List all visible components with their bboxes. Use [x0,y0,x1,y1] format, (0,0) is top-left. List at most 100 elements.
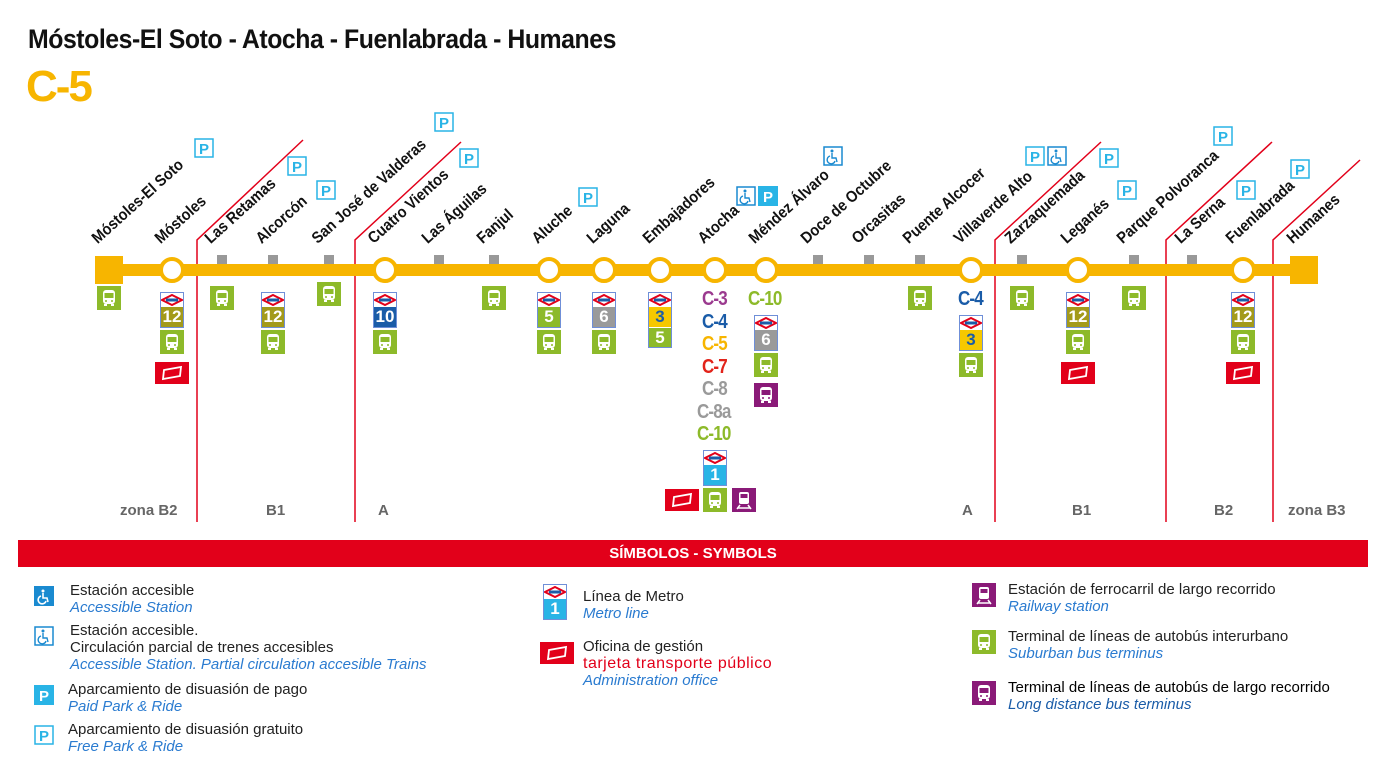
legend-text: Estación accesible [70,582,195,599]
station-terminal-marker[interactable] [95,256,123,284]
station-interchange-marker[interactable] [702,257,728,283]
station-interchange-marker[interactable] [591,257,617,283]
zone-boundary-line [196,139,304,522]
metro-line-badge: 12 [160,292,184,328]
svg-text:P: P [39,688,49,705]
station-interchange-marker[interactable] [159,257,185,283]
cercanias-line-label: C-10 [697,423,731,445]
station-interchange-marker[interactable] [536,257,562,283]
free-parking-icon: P [34,725,54,749]
suburban-bus-icon [1122,286,1146,310]
station-stop-marker[interactable] [1129,255,1139,264]
metro-line-number: 12 [161,307,183,327]
svg-text:P: P [1218,129,1228,146]
legend-text-en: Administration office [583,672,719,689]
metro-line-number: 6 [755,329,777,350]
legend-text: Estación accesible. [70,622,199,639]
legend-text: Terminal de líneas de autobús de largo r… [1008,679,1330,696]
station-stop-marker[interactable] [268,255,278,264]
suburban-bus-icon [261,330,285,354]
metro-line-number: 10 [374,307,396,327]
suburban-bus-icon [482,286,506,310]
station-stop-marker[interactable] [813,255,823,264]
svg-text:P: P [321,183,331,200]
suburban-bus-icon [592,330,616,354]
paid-parking-icon: P [34,685,54,709]
suburban-bus-icon [908,286,932,310]
rail-icon [732,487,756,517]
metro-line-badge: 6 [754,314,778,351]
legend-longbus: Terminal de líneas de autobús de largo r… [972,679,1330,713]
suburban-bus-icon [1010,286,1034,310]
station-stop-marker[interactable] [217,255,227,264]
cercanias-line-label: C-10 [748,288,782,310]
legend-text-en: Long distance bus terminus [1008,696,1192,713]
legend-text: Línea de Metro [583,588,684,605]
station-stop-marker[interactable] [915,255,925,264]
cercanias-line-label: C-3 [702,288,728,310]
station-interchange-marker[interactable] [647,257,673,283]
metro-line-number: 3 [960,329,982,350]
station-interchange-marker[interactable] [958,257,984,283]
legend-text-red: tarjeta transporte público [583,655,773,672]
svg-text:P: P [439,115,449,132]
legend-text-en: Railway station [1008,598,1109,615]
cercanias-line-label: C-8 [702,378,728,400]
station-stop-marker[interactable] [1017,255,1027,264]
station-interchange-marker[interactable] [372,257,398,283]
metro-line-number: 12 [1067,307,1089,327]
station-stop-marker[interactable] [324,255,334,264]
station-stop-marker[interactable] [489,255,499,264]
legend-text: Terminal de líneas de autobús interurban… [1008,628,1289,645]
free-parking-icon: P [1236,180,1256,205]
station-terminal-marker[interactable] [1290,256,1318,284]
partial-accessible-icon [34,626,54,650]
cercanias-line-label: C-4 [958,288,984,310]
free-parking-icon: P [459,148,479,173]
cercanias-line-label: C-4 [702,310,728,333]
office-icon [1061,362,1095,389]
metro-line-badge: 3 [959,314,983,351]
legend-text-en: Suburban bus terminus [1008,645,1164,662]
legend-text: Oficina de gestión [583,638,704,655]
free-parking-icon: P [578,187,598,212]
free-parking-icon: P [1099,148,1119,173]
zone-boundary-line [1165,141,1273,522]
free-parking-icon: P [1025,146,1045,171]
office-icon [1226,362,1260,389]
zone-boundaries [196,139,1361,522]
metro-line-number: 5 [538,307,560,327]
longbus-icon [972,681,996,709]
metro-line-badge: 10 [373,292,397,328]
line-badge: C-5 [26,62,93,111]
svg-text:P: P [39,728,49,745]
metro-line-badge: 12 [1066,292,1090,328]
station-stop-marker[interactable] [434,255,444,264]
metro-line-number: 12 [1232,307,1254,327]
station-interchange-marker[interactable] [1230,257,1256,283]
station-stop-marker[interactable] [864,255,874,264]
zone-boundary-line [1272,159,1361,522]
paid-parking-icon: P [758,186,778,211]
legend-text: Estación de ferrocarril de largo recorri… [1008,581,1276,598]
station-stop-marker[interactable] [1187,255,1197,264]
partial-accessible-icon [736,186,756,211]
legend-text-en: Accessible Station. Partial circulation … [70,656,427,673]
cercanias-line-label: C-5 [702,333,728,355]
station-interchange-marker[interactable] [1065,257,1091,283]
suburban-bus-icon [754,352,778,377]
station-interchange-marker[interactable] [753,257,779,283]
svg-text:P: P [292,159,302,176]
zone-label: B1 [266,502,286,519]
zone-label: zona B2 [120,502,178,519]
metro-line-badge: 12 [1231,292,1255,328]
zone-label: B1 [1072,502,1092,519]
svg-text:P: P [1241,183,1251,200]
zone-boundary-line [354,141,462,522]
office-icon [155,362,189,389]
suburban-bus-icon [97,286,121,310]
